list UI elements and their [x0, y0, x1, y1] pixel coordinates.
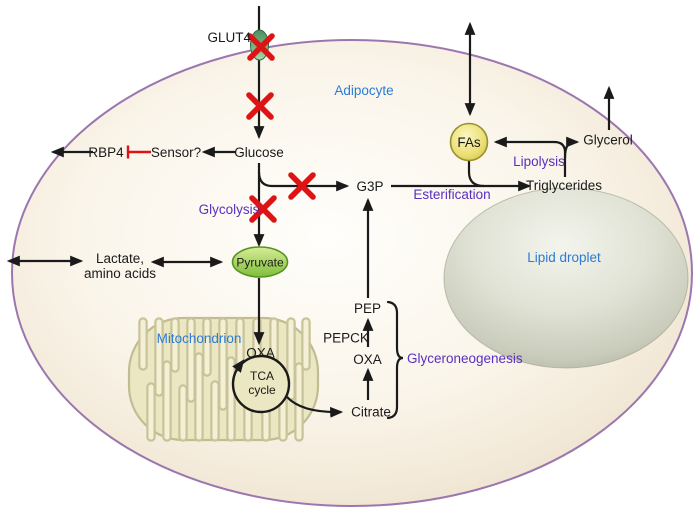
pep-label: PEP: [354, 301, 381, 316]
blocked-x-glut4-icon: [247, 33, 275, 61]
lipid-droplet-label: Lipid droplet: [527, 250, 601, 265]
arrow-glucose-to-g3p: [257, 171, 350, 192]
lactate-label-line1: Lactate,: [96, 251, 144, 266]
glucose-label: Glucose: [234, 145, 284, 160]
oxa-cytosolic-label: OXA: [353, 352, 382, 367]
lipolysis-label: Lipolysis: [513, 154, 565, 169]
lactate-label-line2: amino acids: [84, 266, 156, 281]
g3p-label: G3P: [356, 179, 383, 194]
tca-cycle-arrowhead: [232, 359, 245, 373]
blocked-x-glucose-g3p-icon: [288, 172, 316, 200]
blocked-x-glycolysis-icon: [249, 195, 277, 223]
glycolysis-label: Glycolysis: [199, 202, 260, 217]
fatty-acids-label: FAs: [457, 135, 481, 150]
glyceroneogenesis-label: Glyceroneogenesis: [407, 351, 523, 366]
glyceroneogenesis-brace: [386, 300, 404, 420]
tca-label-line1: TCA: [250, 369, 274, 383]
arrow-lipolysis-to-glycerol: [563, 136, 580, 159]
tca-cycle-circle: [231, 354, 291, 414]
triglycerides-label: Triglycerides: [526, 178, 602, 193]
adipocyte-label: Adipocyte: [334, 83, 393, 98]
citrate-label: Citrate: [351, 405, 391, 420]
mitochondrion-label: Mitochondrion: [157, 331, 242, 346]
glut4-label: GLUT4: [207, 30, 251, 45]
sensor-label: Sensor?: [151, 145, 201, 160]
tca-label-line2: cycle: [248, 383, 276, 397]
pyruvate-node: [231, 246, 289, 278]
glycerol-label: Glycerol: [583, 133, 633, 148]
lipid-droplet: [443, 187, 689, 369]
fatty-acids-node: [449, 122, 489, 162]
inhibition-bar-sensor-rbp4: [126, 145, 151, 159]
blocked-x-glucose-uptake-icon: [246, 92, 274, 120]
labels: GLUT4 Adipocyte RBP4 Sensor? Glucose Gly…: [84, 30, 633, 420]
rbp4-label: RBP4: [88, 145, 124, 160]
esterification-label: Esterification: [413, 187, 490, 202]
line-fas-to-esterification: [467, 161, 485, 188]
pyruvate-label: Pyruvate: [236, 256, 284, 270]
pepck-label: PEPCK: [323, 331, 369, 346]
arrow-tca-to-citrate: [286, 396, 344, 418]
oxa-mitochondrial-label: OXA: [246, 346, 275, 361]
